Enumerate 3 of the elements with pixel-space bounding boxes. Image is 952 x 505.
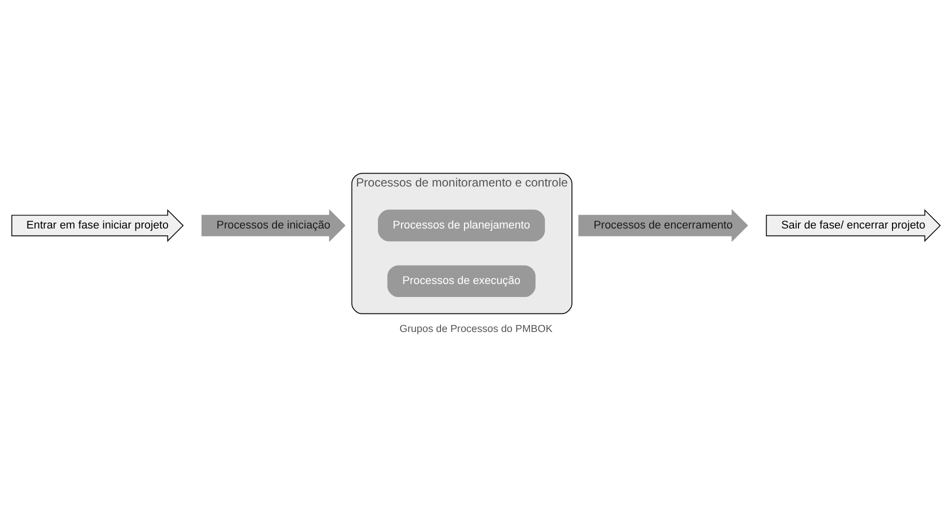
- caption: Grupos de Processos do PMBOK: [400, 324, 552, 336]
- node-box: Processos de execução: [387, 265, 536, 298]
- node-box: Processos de planejamento: [378, 210, 545, 242]
